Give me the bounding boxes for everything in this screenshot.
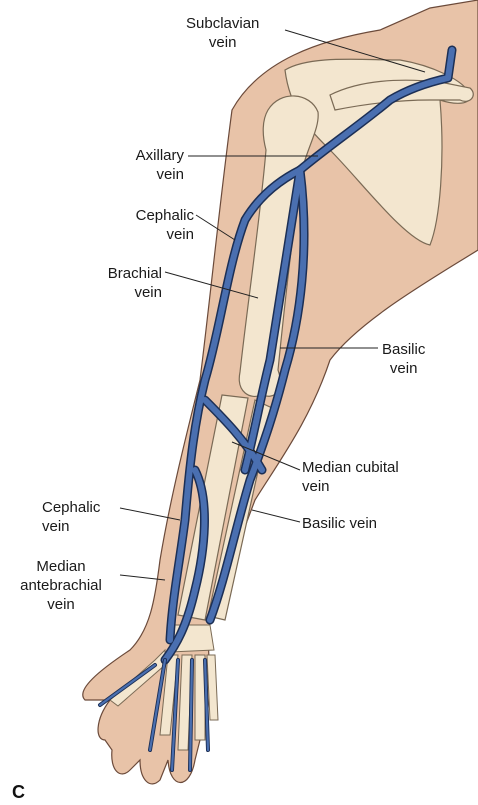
- panel-letter: C: [12, 782, 25, 803]
- label-basilic-vein-lower: Basilic vein: [302, 514, 377, 533]
- leader-basilic-lower: [252, 510, 300, 522]
